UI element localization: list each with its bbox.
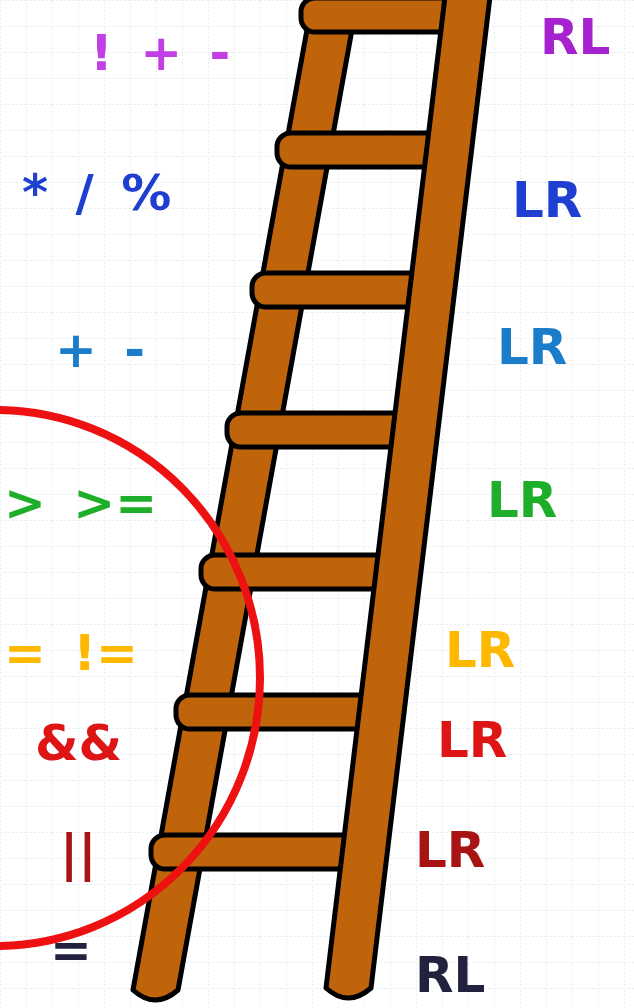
associativity-label: LR — [497, 322, 567, 372]
operator-group: = — [50, 925, 92, 975]
associativity-label: LR — [512, 175, 582, 225]
highlight-circle — [0, 410, 260, 946]
operator-group: ! + - — [90, 28, 230, 78]
operator-group: > >= — [4, 478, 157, 528]
associativity-label: LR — [487, 475, 557, 525]
ladder-rail — [326, 0, 492, 998]
operator-group: + - — [55, 325, 145, 375]
associativity-label: LR — [415, 825, 485, 875]
associativity-label: LR — [437, 715, 507, 765]
operator-group: * / % — [22, 168, 171, 218]
operator-group: = != — [4, 628, 138, 678]
operator-group: || — [60, 828, 97, 878]
associativity-label: RL — [540, 12, 610, 62]
operator-group: && — [35, 718, 122, 768]
associativity-label: LR — [445, 625, 515, 675]
ladder-rung — [227, 413, 415, 447]
ladder-rung — [176, 695, 382, 729]
associativity-label: RL — [415, 950, 485, 1000]
ladder-rung — [252, 273, 432, 307]
